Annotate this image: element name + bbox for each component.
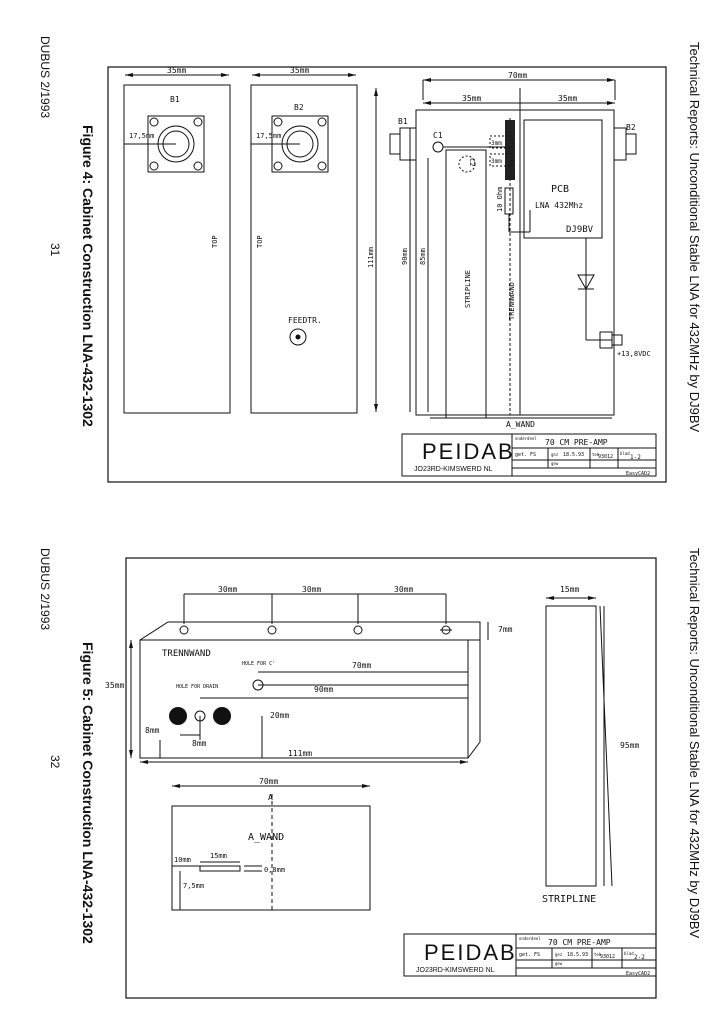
fig5-dim-20: 20mm [270, 711, 289, 720]
fig5-dim-70-b: 70mm [259, 777, 278, 786]
titleblock-top-blad: blad [620, 451, 630, 456]
titleblock-top-tek-val: 93012 [598, 454, 613, 460]
fig4-dim-111: 111mm [367, 247, 375, 268]
titleblock-bottom-blad-val: 2-2 [634, 954, 645, 961]
fig4-feedtr-label: FEEDTR. [288, 316, 322, 325]
fig4-dim-35-a: 35mm [167, 66, 186, 75]
fig5-dim-70: 70mm [352, 661, 371, 670]
fig4-dim-70: 70mm [508, 71, 527, 80]
fig5-dim-30-b: 30mm [302, 585, 321, 594]
fig5-dim-95: 95mm [620, 741, 639, 750]
titleblock-top-onderdeel: onderdeel [515, 436, 537, 441]
fig5-dim-75: 7,5mm [183, 882, 204, 890]
titleblock-top-tek: tek [592, 452, 600, 457]
fig4-c1-label: C1 [433, 131, 443, 140]
fig4-3mm-a: 3mm [491, 140, 502, 147]
fig5-dim-111: 111mm [288, 749, 312, 758]
fig4-top-b: TOP [256, 235, 264, 248]
titleblock-bottom-gez: gez [555, 952, 563, 957]
fig4-lna-label: LNA 432Mhz [535, 201, 583, 210]
fig4-dim-35-b: 35mm [290, 66, 309, 75]
fig4-b2-label: B2 [294, 103, 304, 112]
fig5-dim-15: 15mm [560, 585, 579, 594]
titleblock-bottom-gez-val: 18.5.93 [567, 952, 588, 958]
fig4-dim-35-d: 35mm [558, 94, 577, 103]
titleblock-top-sub: JO23RD-KIMSWERD NL [414, 466, 493, 473]
fig4-vdc-label: +13,8VDC [617, 350, 651, 358]
fig5-dim-08: 0,8mm [264, 866, 285, 874]
fig5-hole-c-label: HOLE FOR C' [242, 661, 275, 667]
fig4-3mm-b: 3mm [491, 158, 502, 165]
fig5-dim-30-a: 30mm [218, 585, 237, 594]
titleblock-bottom-cad: EasyCAD2 [626, 971, 650, 977]
fig4-dim-90: 90mm [401, 248, 409, 265]
fig4-stripline-label: STRIPLINE [464, 270, 472, 308]
page-number-top: 31 [48, 243, 62, 257]
fig4-dim-175-a: 17,5mm [129, 132, 154, 140]
journal-left-bottom: DUBUS 2/1993 [38, 548, 52, 631]
fig5-dim-30-c: 30mm [394, 585, 413, 594]
fig5-a-wand-label: A_WAND [248, 832, 284, 843]
fig4-top-a: TOP [211, 235, 219, 248]
fig4-pcb-label: PCB [551, 184, 569, 195]
titleblock-top-get-val: FS [530, 452, 536, 458]
titleblock-bottom-gew: gew [555, 961, 563, 966]
titleblock-bottom-sub: JO23RD-KIMSWERD NL [416, 967, 495, 974]
titleblock-bottom-title: 70 CM PRE-AMP [548, 938, 611, 947]
titleblock-top-gez-val: 18.5.93 [563, 452, 584, 458]
fig4-b1-label: B1 [170, 95, 180, 104]
fig4-dim-85: 85mm [419, 248, 427, 265]
fig4-c2-label: C2 [468, 158, 476, 166]
titleblock-bottom-onderdeel: onderdeel [519, 936, 541, 941]
fig5-dim-90: 90mm [314, 685, 333, 694]
fig5-dim-7: 7mm [498, 625, 513, 634]
fig5-hole-drain-label: HOLE FOR DRAIN [176, 684, 218, 690]
titleblock-top-gez: gez [551, 452, 559, 457]
titleblock-bottom-tek: tek [594, 952, 602, 957]
fig5-stripline-label: STRIPLINE [542, 894, 596, 905]
titleblock-top-name: PEIDAB [422, 439, 515, 464]
fig4-dim-175-b: 17,5mm [256, 132, 281, 140]
header-right-bottom: Technical Reports: Unconditional Stable … [687, 548, 702, 939]
fig5-dim-8a: 8mm [145, 726, 160, 735]
titleblock-bottom-tek-val: 93012 [600, 954, 615, 960]
fig4-a-wand-label: A_WAND [506, 420, 535, 429]
fig4-trennwand-label: TRENNWAND [508, 282, 516, 320]
titleblock-top-cad: EasyCAD2 [626, 471, 650, 477]
figure-caption-bottom: Figure 5: Cabinet Construction LNA-432-1… [80, 642, 96, 944]
figure-caption-top: Figure 4: Cabinet Construction LNA-432-1… [80, 125, 96, 427]
journal-left-top: DUBUS 2/1993 [38, 36, 52, 119]
header-right-top: Technical Reports: Unconditional Stable … [687, 42, 702, 433]
fig4-b2-right: B2 [626, 123, 636, 132]
titleblock-top-gew: gew [551, 461, 559, 466]
titleblock-bottom-get-val: FS [534, 952, 540, 958]
fig5-dim-10: 10mm [174, 856, 191, 864]
fig4-dj9bv-label: DJ9BV [566, 225, 594, 235]
fig5-a-label: A [268, 793, 273, 802]
fig5-dim-15b: 15mm [210, 852, 227, 860]
page-number-bottom: 32 [48, 755, 62, 769]
titleblock-bottom-name: PEIDAB [424, 940, 517, 965]
fig4-dim-35-c: 35mm [462, 94, 481, 103]
titleblock-bottom-blad: blad [624, 951, 634, 956]
fig4-b1-right: B1 [398, 117, 408, 126]
titleblock-bottom-get: get. [519, 952, 531, 958]
titleblock-top-title: 70 CM PRE-AMP [545, 438, 608, 447]
fig5-trennwand-label: TRENNWAND [162, 649, 211, 659]
titleblock-top-get: get. [515, 452, 527, 458]
fig5-dim-35: 35mm [105, 681, 124, 690]
titleblock-top-blad-val: 1-2 [630, 454, 641, 461]
fig5-dim-8b: 8mm [192, 739, 207, 748]
fig4-ohm-label: 10 Ohm [496, 187, 504, 212]
